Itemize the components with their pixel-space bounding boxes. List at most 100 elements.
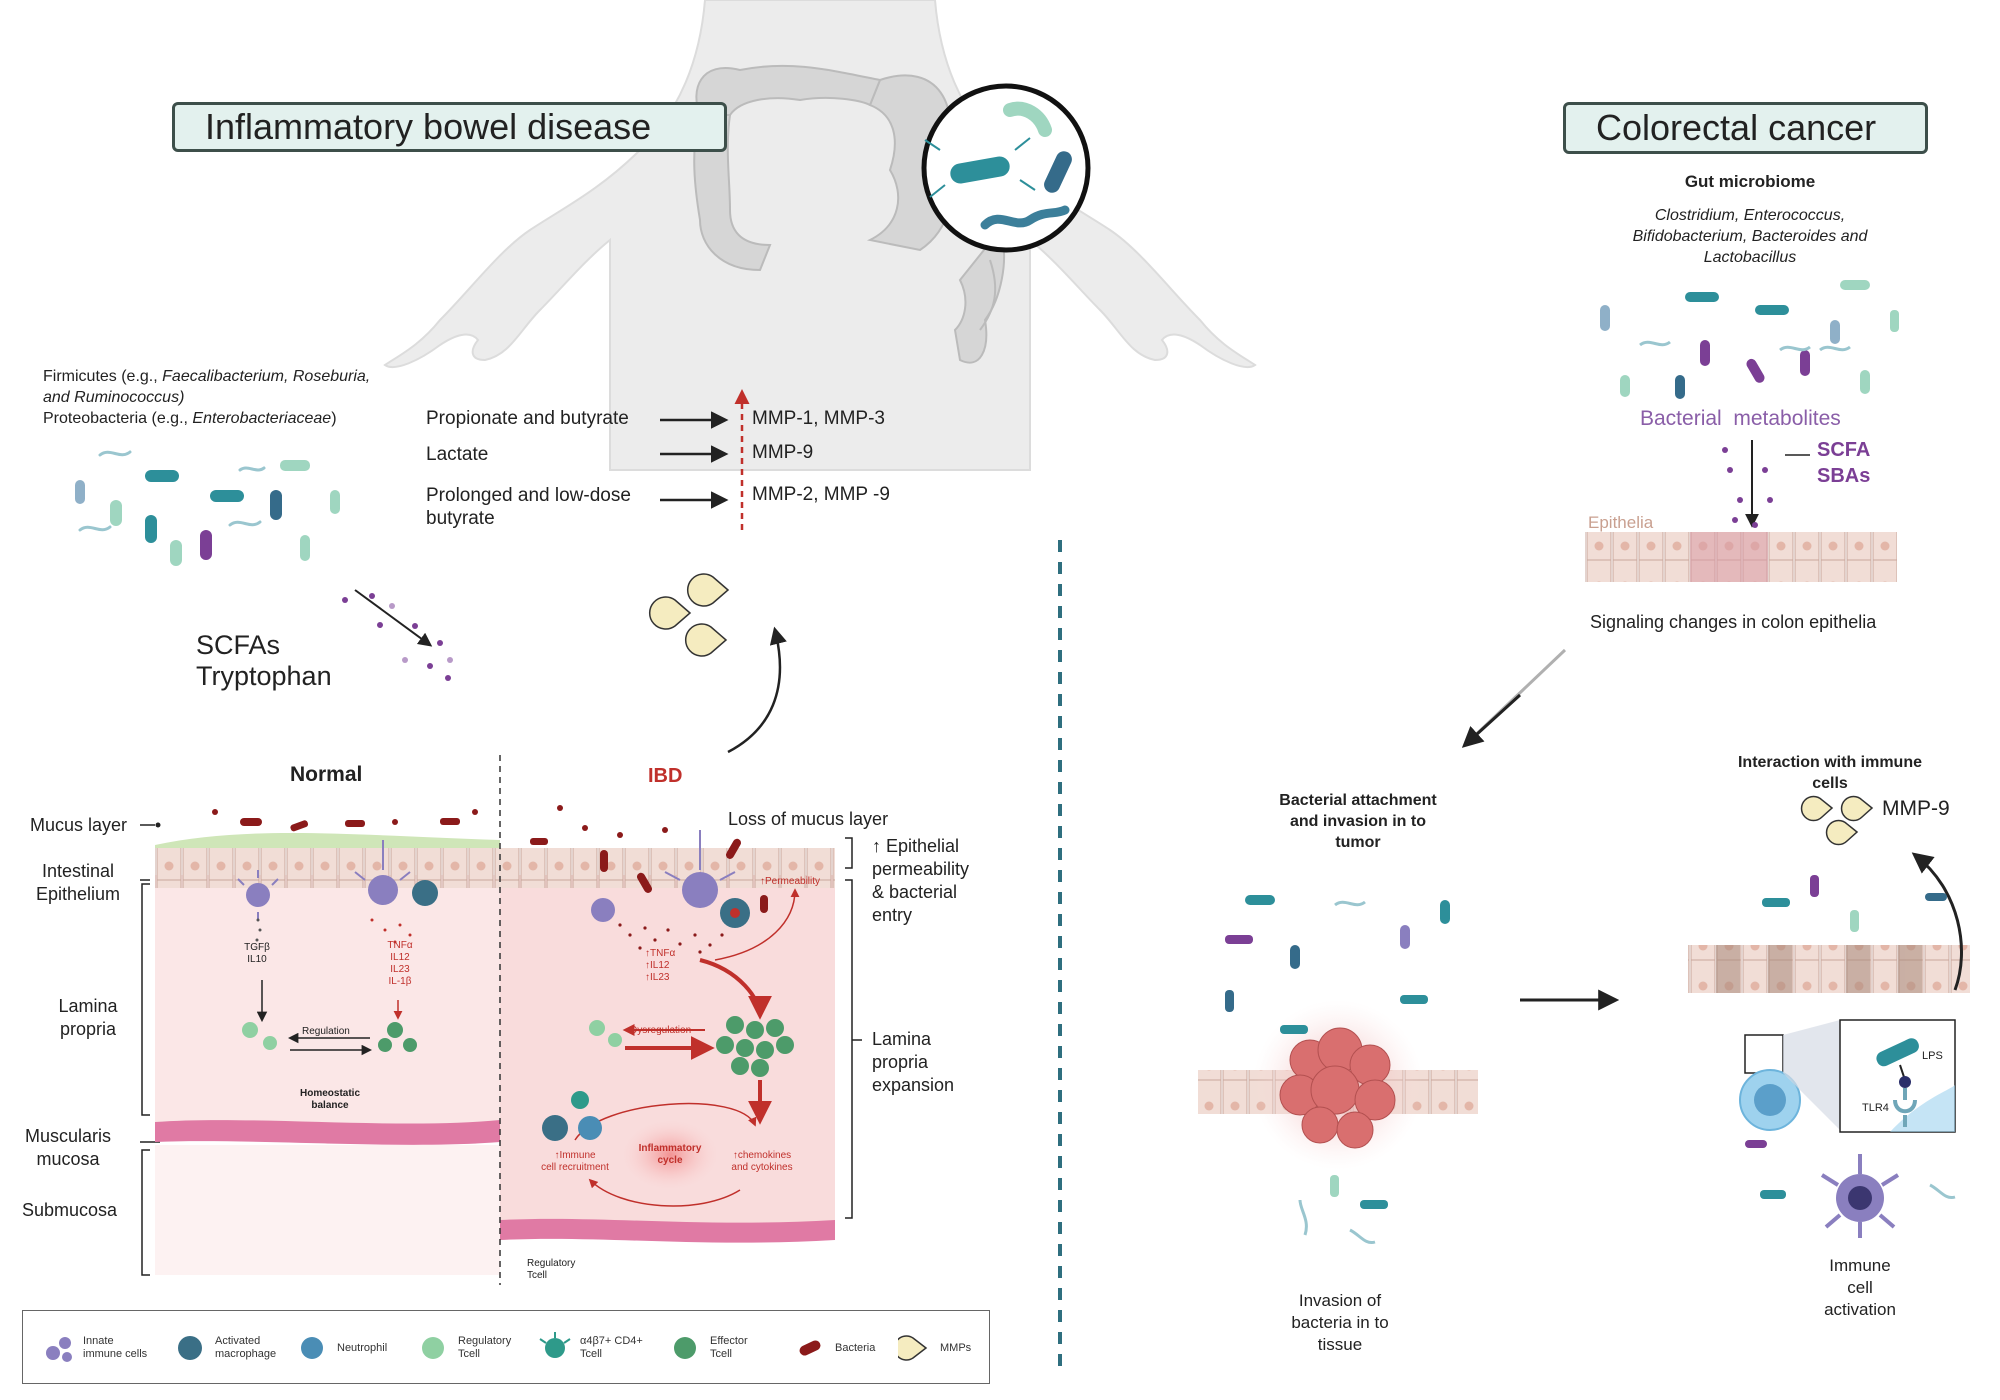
- signaling-changes-label: Signaling changes in colon epithelia: [1590, 612, 1877, 632]
- tnfa-label: TNFα: [387, 940, 413, 951]
- activation-line3: activation: [1824, 1300, 1896, 1319]
- mmp-row-1-right: MMP-1, MMP-3: [752, 408, 885, 429]
- activated-macrophage-icon: [173, 1331, 207, 1365]
- perm-line2: permeability: [872, 859, 970, 879]
- zoom-bacteria: [924, 101, 1072, 230]
- proteobacteria-prefix: Proteobacteria (e.g.,: [43, 410, 193, 427]
- bacterial-attachment-label: Bacterial attachment and invasion in to …: [1238, 790, 1478, 853]
- bacterial-metabolites-label: Bacterial metabolites: [1640, 407, 1841, 430]
- legend-item-neutrophil: Neutrophil: [295, 1311, 387, 1385]
- gut-microbiome-label: Gut microbiome: [1684, 172, 1816, 191]
- muscularis-line1: Muscularis: [24, 1126, 112, 1146]
- mmp9-crc-label: MMP-9: [1882, 797, 1950, 820]
- chem-line2: and cytokines: [731, 1162, 793, 1173]
- bacteria-icon: [793, 1331, 827, 1365]
- crc-microbes-cluster: [1600, 280, 1899, 399]
- ibd-microbes-cluster: [75, 450, 340, 566]
- il23-label: IL23: [390, 964, 410, 975]
- mmp-pacman-crc: [1800, 795, 1874, 846]
- curved-arrow-up: [727, 626, 787, 754]
- lp-line1: Lamina: [872, 1029, 932, 1049]
- perm-line3: & bacterial: [872, 882, 958, 902]
- mmp-row-3-left-line1: Prolonged and low-dose: [426, 485, 631, 506]
- legend-mmp-line1: MMPs: [940, 1341, 972, 1354]
- crc-title-text: Colorectal cancer: [1596, 107, 1877, 148]
- epithelium-line2: Epithelium: [35, 884, 121, 904]
- tgfb-label: TGFβ: [244, 942, 270, 953]
- treg-line1: Regulatory: [527, 1258, 576, 1269]
- il10-label: IL10: [247, 954, 267, 965]
- legend-regulatory-line2: Tcell: [458, 1348, 481, 1360]
- tissue-panel: [140, 755, 862, 1285]
- interaction-immune-label: Interaction with immune cells: [1710, 752, 1950, 794]
- species-line3: Lactobacillus: [1703, 249, 1797, 266]
- crc-title: Colorectal cancer: [1563, 102, 1928, 154]
- mmp-row-1-left: Propionate and butyrate: [426, 408, 629, 429]
- ibd-title: Inflammatory bowel disease: [172, 102, 727, 152]
- muscularis-mucosa-label: Muscularis mucosa: [18, 1125, 118, 1171]
- attachment-line1: Bacterial attachment: [1279, 792, 1437, 809]
- mmp-row-2-right: MMP-9: [752, 442, 814, 463]
- legend-bacteria-line1: Bacteria: [835, 1341, 876, 1354]
- invading-bacteria: [1225, 895, 1450, 1245]
- tlr4-label: TLR4: [1862, 1102, 1889, 1114]
- legend-cd4-line1: α4β7+ CD4+: [580, 1335, 643, 1347]
- legend-effector-line2: Tcell: [710, 1348, 733, 1360]
- ibd-microbe-description: Firmicutes (e.g., Faecalibacterium, Rose…: [43, 366, 370, 429]
- proteobacteria-suffix: ): [331, 410, 337, 427]
- homeostatic-line1: Homeostatic: [299, 1088, 360, 1099]
- ibd-il12-label: ↑IL12: [645, 960, 670, 971]
- sbas-label: SBAs: [1817, 465, 1871, 487]
- interaction-line1: Interaction with immune: [1737, 754, 1922, 771]
- crc-species-list: Clostridium, Enterococcus, Bifidobacteri…: [1580, 205, 1920, 268]
- mmp-pacman-group: [648, 573, 730, 657]
- legend-item-cd4: α4β7+ CD4+Tcell: [538, 1311, 643, 1385]
- mmp-row-2-left: Lactate: [426, 444, 489, 465]
- ibd-header: IBD: [648, 765, 683, 787]
- ibd-il23-label: ↑IL23: [645, 972, 670, 983]
- firmicutes-genera: Faecalibacterium, Roseburia,: [162, 368, 371, 385]
- il12-label: IL12: [390, 952, 410, 963]
- mmp-row-3-right: MMP-2, MMP -9: [752, 484, 890, 505]
- scfa-crc-label: SCFA: [1817, 439, 1871, 461]
- legend-item-bacteria: Bacteria: [793, 1311, 875, 1385]
- ibd-title-text: Inflammatory bowel disease: [205, 106, 652, 147]
- dysregulation-label: Dysregulation: [630, 1025, 692, 1036]
- loss-mucus-label: Loss of mucus layer: [728, 809, 889, 829]
- submucosa-label: Submucosa: [22, 1200, 118, 1220]
- permeability-note: ↑Permeability: [760, 876, 821, 887]
- scfa-label: SCFAs: [196, 630, 281, 660]
- epithelial-permeability-label: ↑ Epithelial permeability & bacterial en…: [872, 835, 969, 927]
- inflammatory-cycle-label: Inflammatory cycle: [630, 1143, 710, 1167]
- neutrophil-icon: [295, 1331, 329, 1365]
- invasion-line2: bacteria in to: [1291, 1313, 1389, 1332]
- normal-cytokines-pro: TNFα IL12 IL23 IL-1β: [375, 940, 425, 988]
- legend-innate-line2: immune cells: [83, 1348, 148, 1360]
- legend-cd4-line2: Tcell: [580, 1348, 603, 1360]
- legend-neutrophil-line1: Neutrophil: [337, 1341, 388, 1354]
- legend-effector-line1: Effector: [710, 1335, 748, 1347]
- treg-line2: Tcell: [527, 1270, 548, 1281]
- species-line2: Bifidobacterium, Bacteroides and: [1632, 228, 1868, 245]
- activation-line1: Immune: [1829, 1256, 1891, 1275]
- normal-header: Normal: [290, 763, 363, 786]
- epithelia-label: Epithelia: [1588, 513, 1654, 532]
- normal-cytokines-anti: TGFβ IL10: [232, 942, 282, 966]
- innate-immune-cell-icon: [41, 1331, 75, 1365]
- tumor-mass: [1279, 1027, 1396, 1149]
- immune-recruitment-label: ↑Immune cell recruitment: [530, 1150, 620, 1174]
- il1b-label: IL-1β: [388, 976, 412, 987]
- cycle-line2: cycle: [657, 1155, 683, 1166]
- lamina-line2: propria: [59, 1019, 117, 1039]
- firmicutes-genera-line2: and Ruminococcus): [43, 389, 185, 406]
- attachment-line2: and invasion in to: [1289, 813, 1426, 830]
- invasion-label: Invasion of bacteria in to tissue: [1260, 1290, 1420, 1356]
- mmp-icon: [898, 1331, 932, 1365]
- immune-activation-label: Immune cell activation: [1785, 1255, 1935, 1321]
- activation-line2: cell: [1847, 1278, 1873, 1297]
